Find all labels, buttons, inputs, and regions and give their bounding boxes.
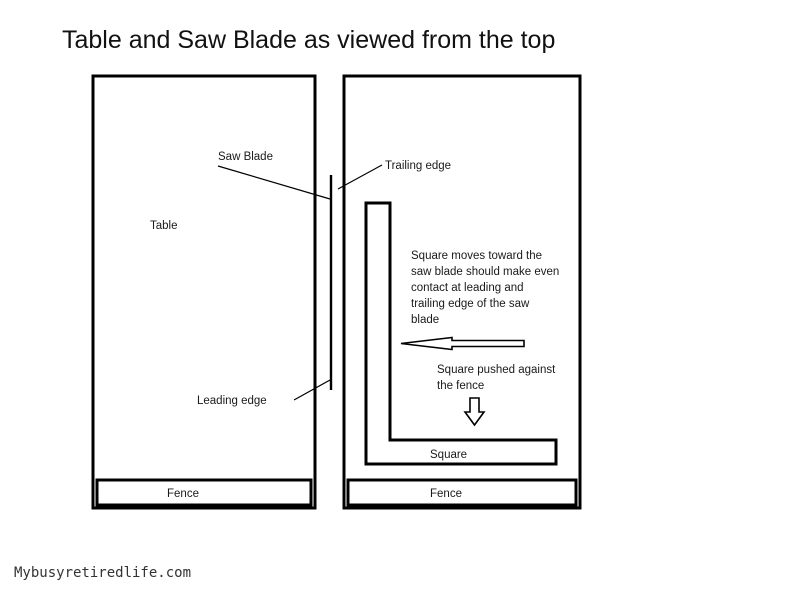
saw-blade-leader-line [217,165,331,200]
note-fence-block: Square pushed against the fence [437,364,556,392]
fence-arrow-down-icon [463,397,486,427]
leading-edge-label: Leading edge [197,395,267,407]
note-fence-line-2: the fence [437,380,484,392]
fence-left [95,478,313,507]
saw-blade-label: Saw Blade [218,151,273,163]
fence-right-label: Fence [430,488,462,500]
motion-arrow-left-shape [400,336,525,351]
note-main-block: Square moves toward the saw blade should… [411,250,559,326]
table-outline-group [91,74,582,510]
page-title: Table and Saw Blade as viewed from the t… [62,26,555,54]
trailing-edge-leader-line [337,164,383,190]
fence-arrow-down-shape [463,397,486,427]
trailing-edge-label: Trailing edge [385,160,451,172]
leading-edge-leader-line [293,379,331,401]
note-main-line-1: Square moves toward the [411,250,542,262]
fence-group: Fence Fence [95,478,578,507]
note-main-line-5: blade [411,314,439,326]
fence-left-label: Fence [167,488,199,500]
square-label: Square [430,449,467,461]
table-panel-left [91,74,317,510]
note-main-line-3: contact at leading and [411,282,524,294]
note-fence-line-1: Square pushed against [437,364,556,376]
motion-arrow-left-icon [400,336,525,351]
square-tool-group [364,201,558,466]
note-main-line-2: saw blade should make even [411,266,559,278]
square-tool-outline [364,201,558,466]
table-label: Table [150,220,178,232]
note-main-line-4: trailing edge of the saw [411,298,530,310]
watermark-text: Mybusyretiredlife.com [14,565,191,581]
table-panel-right [342,74,582,510]
fence-right [346,478,578,507]
